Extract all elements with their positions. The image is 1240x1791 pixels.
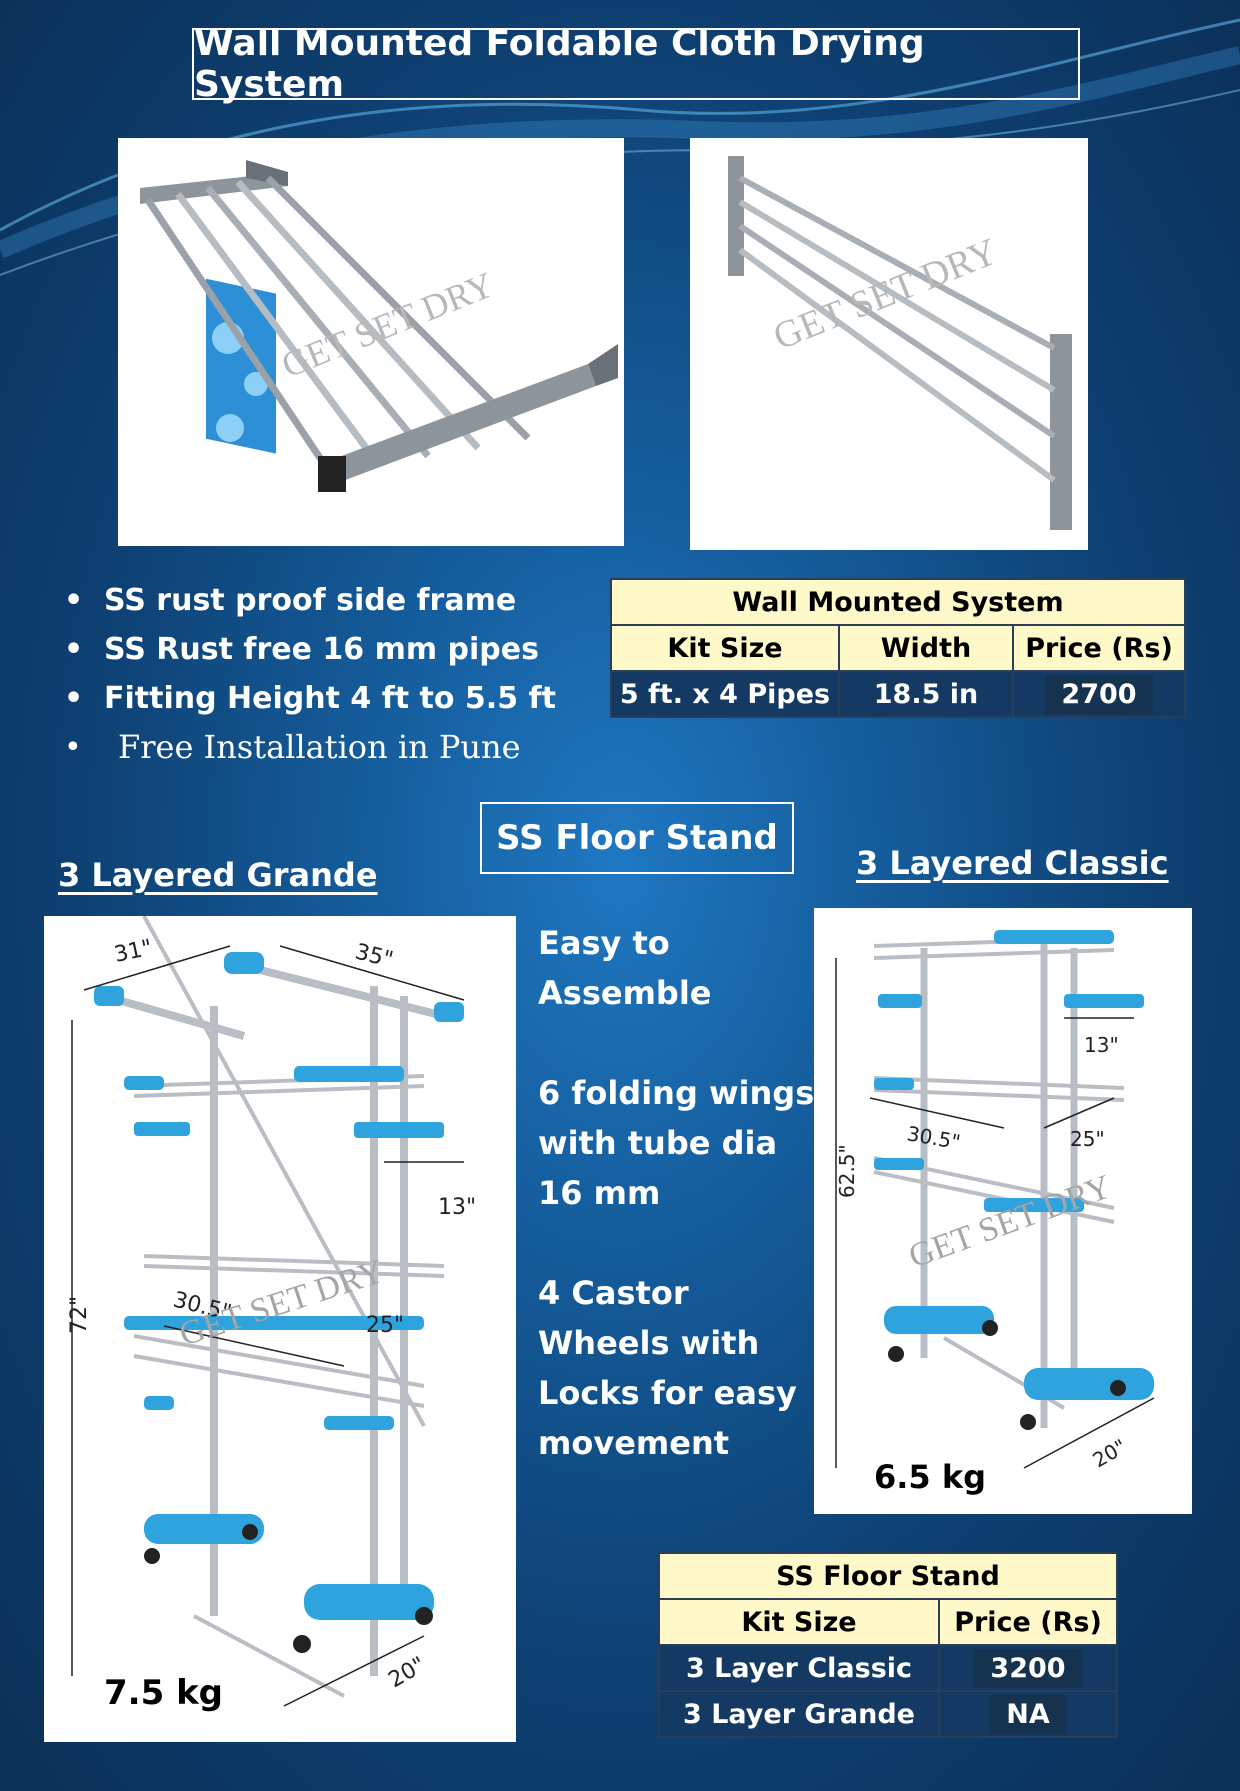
table-title: Wall Mounted System <box>610 578 1186 626</box>
dimension-label: 25" <box>366 1313 404 1338</box>
table-cell: 3200 <box>938 1644 1118 1692</box>
page-title: Wall Mounted Foldable Cloth Drying Syste… <box>192 23 1080 105</box>
price-value: 3200 <box>974 1648 1082 1688</box>
dimension-label: 30.5" <box>905 1121 962 1154</box>
feature-item: 4 Castor Wheels with Locks for easy move… <box>538 1274 797 1462</box>
table-cell: 18.5 in <box>838 670 1014 718</box>
table-cell: NA <box>938 1690 1118 1738</box>
grande-stand-photo: 31" 35" 13" 72" 30.5" 25" 20" GET SET DR… <box>44 916 516 1742</box>
price-value: NA <box>990 1694 1066 1734</box>
table-header: Kit Size <box>610 624 840 672</box>
dimension-label: 31" <box>112 935 154 967</box>
watermark: GET SET DRY <box>276 264 499 385</box>
wall-rack-photo-folded: GET SET DRY <box>690 138 1088 550</box>
dimension-label: 13" <box>438 1195 476 1220</box>
feature-item: SS Rust free 16 mm pipes <box>64 625 556 674</box>
wall-feature-list: SS rust proof side frame SS Rust free 16… <box>64 576 556 772</box>
dimension-label: 72" <box>67 1296 92 1334</box>
grande-weight: 7.5 kg <box>104 1673 223 1713</box>
price-value: 2700 <box>1045 674 1153 714</box>
feature-item: SS rust proof side frame <box>64 576 556 625</box>
table-cell: 5 ft. x 4 Pipes <box>610 670 840 718</box>
dimension-label: 25" <box>1070 1127 1105 1151</box>
table-title: SS Floor Stand <box>658 1552 1118 1600</box>
table-cell: 3 Layer Classic <box>658 1644 940 1692</box>
floor-price-table: SS Floor Stand Kit Size Price (Rs) 3 Lay… <box>658 1552 1118 1738</box>
floor-feature-list: Easy to Assemble 6 folding wings with tu… <box>538 918 828 1518</box>
feature-item: Fitting Height 4 ft to 5.5 ft <box>64 674 556 723</box>
dimension-label: 62.5" <box>835 1144 859 1198</box>
table-header: Width <box>838 624 1014 672</box>
classic-label: 3 Layered Classic <box>856 844 1169 882</box>
table-header: Price (Rs) <box>938 1598 1118 1646</box>
table-cell: 3 Layer Grande <box>658 1690 940 1738</box>
table-header: Kit Size <box>658 1598 940 1646</box>
grande-label: 3 Layered Grande <box>58 856 378 894</box>
section-title: SS Floor Stand <box>480 802 794 874</box>
wall-price-table: Wall Mounted System Kit Size Width Price… <box>610 578 1186 718</box>
dimension-label: 20" <box>385 1652 431 1693</box>
classic-stand-photo: 13" 62.5" 30.5" 25" 20" GET SET DRY 6.5 … <box>814 908 1192 1514</box>
table-header: Price (Rs) <box>1012 624 1186 672</box>
dimension-label: 35" <box>353 940 396 973</box>
dimension-label: 13" <box>1084 1033 1119 1057</box>
table-cell: 2700 <box>1012 670 1186 718</box>
classic-weight: 6.5 kg <box>874 1458 986 1496</box>
feature-item: 6 folding wings with tube dia 16 mm <box>538 1074 815 1212</box>
dimension-label: 20" <box>1089 1434 1131 1472</box>
wall-rack-photo-open: GET SET DRY <box>118 138 624 546</box>
feature-item: Free Installation in Pune <box>64 723 556 772</box>
feature-item: Easy to Assemble <box>538 924 712 1012</box>
